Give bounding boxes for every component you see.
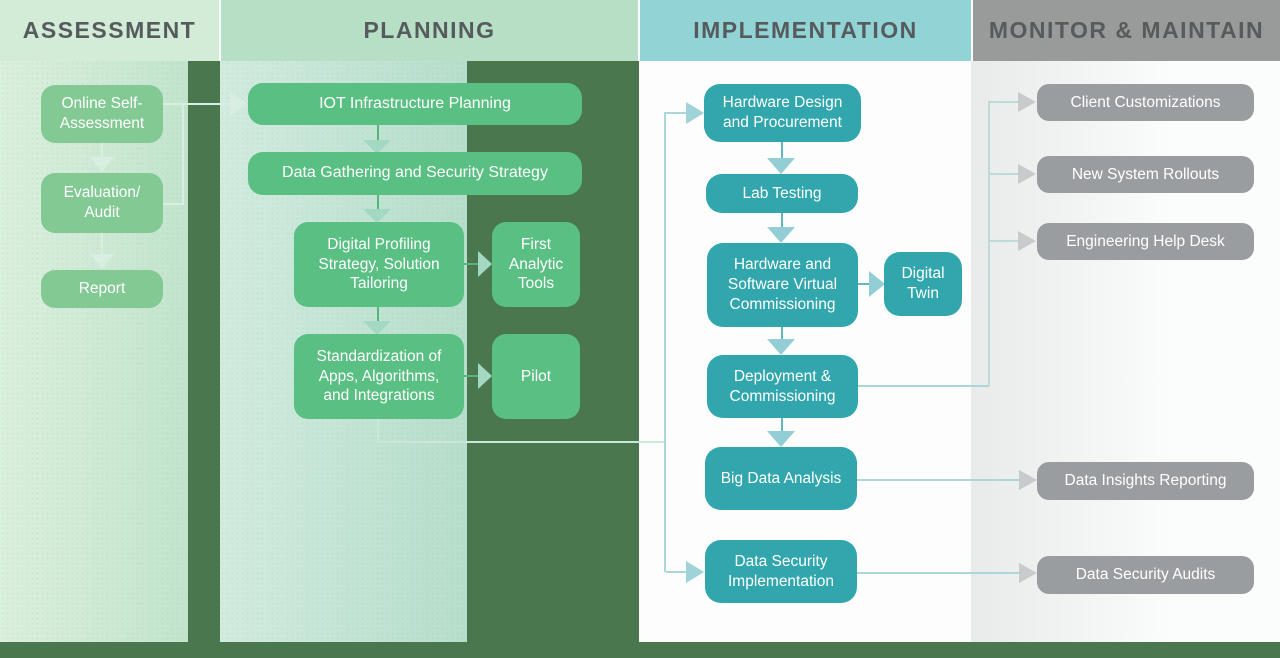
arrowhead-down-icon [363, 321, 391, 335]
arrowhead-right-icon [478, 363, 492, 389]
edge-labtesting-to-virtualcommissioning [781, 213, 783, 227]
edge-online-bracket-top [163, 103, 183, 105]
edge-profiling-to-standardization [377, 307, 379, 322]
node-engineering-help-desk: Engineering Help Desk [1037, 223, 1254, 260]
edge-monitor-rail [988, 101, 990, 387]
node-pilot: Pilot [492, 334, 580, 419]
node-digital-profiling-strategy: Digital Profiling Strategy, Solution Tai… [294, 222, 464, 307]
arrowhead-down-icon [363, 209, 391, 223]
arrowhead-down-icon [90, 157, 114, 172]
arrowhead-down-icon [363, 140, 391, 154]
header-planning: PLANNING [221, 0, 638, 61]
arrowhead-right-icon [686, 102, 704, 124]
edge-bigdata-to-insights [857, 479, 1019, 481]
arrowhead-right-icon [1018, 231, 1036, 251]
arrowhead-right-icon [230, 92, 247, 116]
edge-implementation-left-rail [664, 112, 666, 572]
arrowhead-right-icon [1019, 470, 1037, 490]
arrowhead-right-icon [1018, 92, 1036, 112]
arrowhead-down-icon [767, 339, 795, 355]
arrowhead-down-icon [767, 158, 795, 174]
node-client-customizations: Client Customizations [1037, 84, 1254, 121]
edge-evaluation-bracket-bottom [163, 203, 183, 205]
node-report: Report [41, 270, 163, 308]
node-evaluation-audit: Evaluation/ Audit [41, 173, 163, 233]
monitor-column-panel [971, 61, 1280, 642]
node-data-security-implementation: Data Security Implementation [705, 540, 857, 603]
edge-virtualcommissioning-to-digitaltwin [858, 283, 870, 285]
header-monitor-maintain: MONITOR & MAINTAIN [973, 0, 1280, 61]
node-big-data-analysis: Big Data Analysis [705, 447, 857, 510]
node-data-gathering-security-strategy: Data Gathering and Security Strategy [248, 152, 582, 195]
arrowhead-right-icon [1019, 563, 1037, 583]
node-digital-twin: Digital Twin [884, 252, 962, 316]
edge-rail-to-new-system-rollouts [990, 173, 1018, 175]
edge-hwdesign-to-labtesting [781, 142, 783, 158]
node-hardware-software-virtual-commissioning: Hardware and Software Virtual Commission… [707, 243, 858, 327]
node-iot-infrastructure-planning: IOT Infrastructure Planning [248, 83, 582, 125]
node-lab-testing: Lab Testing [706, 174, 858, 213]
edge-planning-to-implementation-route [377, 441, 666, 443]
arrowhead-right-icon [1018, 164, 1036, 184]
arrowhead-down-icon [90, 254, 114, 269]
edge-rail-to-data-security [666, 571, 686, 573]
edge-deployment-to-monitor-route [858, 385, 990, 387]
edge-evaluation-to-report [101, 233, 103, 254]
edge-standardization-to-pilot [464, 375, 478, 377]
edge-virtualcommissioning-to-deployment [781, 327, 783, 339]
node-data-security-audits: Data Security Audits [1037, 556, 1254, 594]
edge-assessment-to-iot [184, 103, 230, 105]
edge-rail-to-client-customizations [990, 101, 1018, 103]
edge-profiling-to-firstanalytic [464, 263, 478, 265]
edge-datasecurity-to-audits [857, 572, 1019, 574]
node-deployment-commissioning: Deployment & Commissioning [707, 355, 858, 418]
arrowhead-right-icon [869, 271, 885, 297]
header-implementation: IMPLEMENTATION [640, 0, 971, 61]
arrowhead-down-icon [767, 431, 795, 447]
node-new-system-rollouts: New System Rollouts [1037, 156, 1254, 193]
header-assessment: ASSESSMENT [0, 0, 219, 61]
node-standardization-apps-algorithms: Standardization of Apps, Algorithms, and… [294, 334, 464, 419]
edge-rail-to-hardware-design [666, 112, 686, 114]
node-data-insights-reporting: Data Insights Reporting [1037, 462, 1254, 500]
edge-standardization-route-down [377, 419, 379, 443]
arrowhead-right-icon [686, 561, 704, 583]
edge-assessment-bracket-vertical [182, 103, 184, 205]
node-hardware-design-procurement: Hardware Design and Procurement [704, 84, 861, 142]
node-first-analytic-tools: First Analytic Tools [492, 222, 580, 307]
edge-deployment-to-bigdata [781, 418, 783, 431]
assessment-column-panel [0, 61, 188, 642]
node-online-self-assessment: Online Self-Assessment [41, 85, 163, 143]
edge-rail-to-engineering-help-desk [990, 240, 1018, 242]
edge-datagathering-to-profiling [377, 195, 379, 210]
arrowhead-down-icon [767, 227, 795, 243]
arrowhead-right-icon [478, 251, 492, 277]
edge-online-to-evaluation [101, 143, 103, 157]
edge-iot-to-datagathering [377, 125, 379, 141]
